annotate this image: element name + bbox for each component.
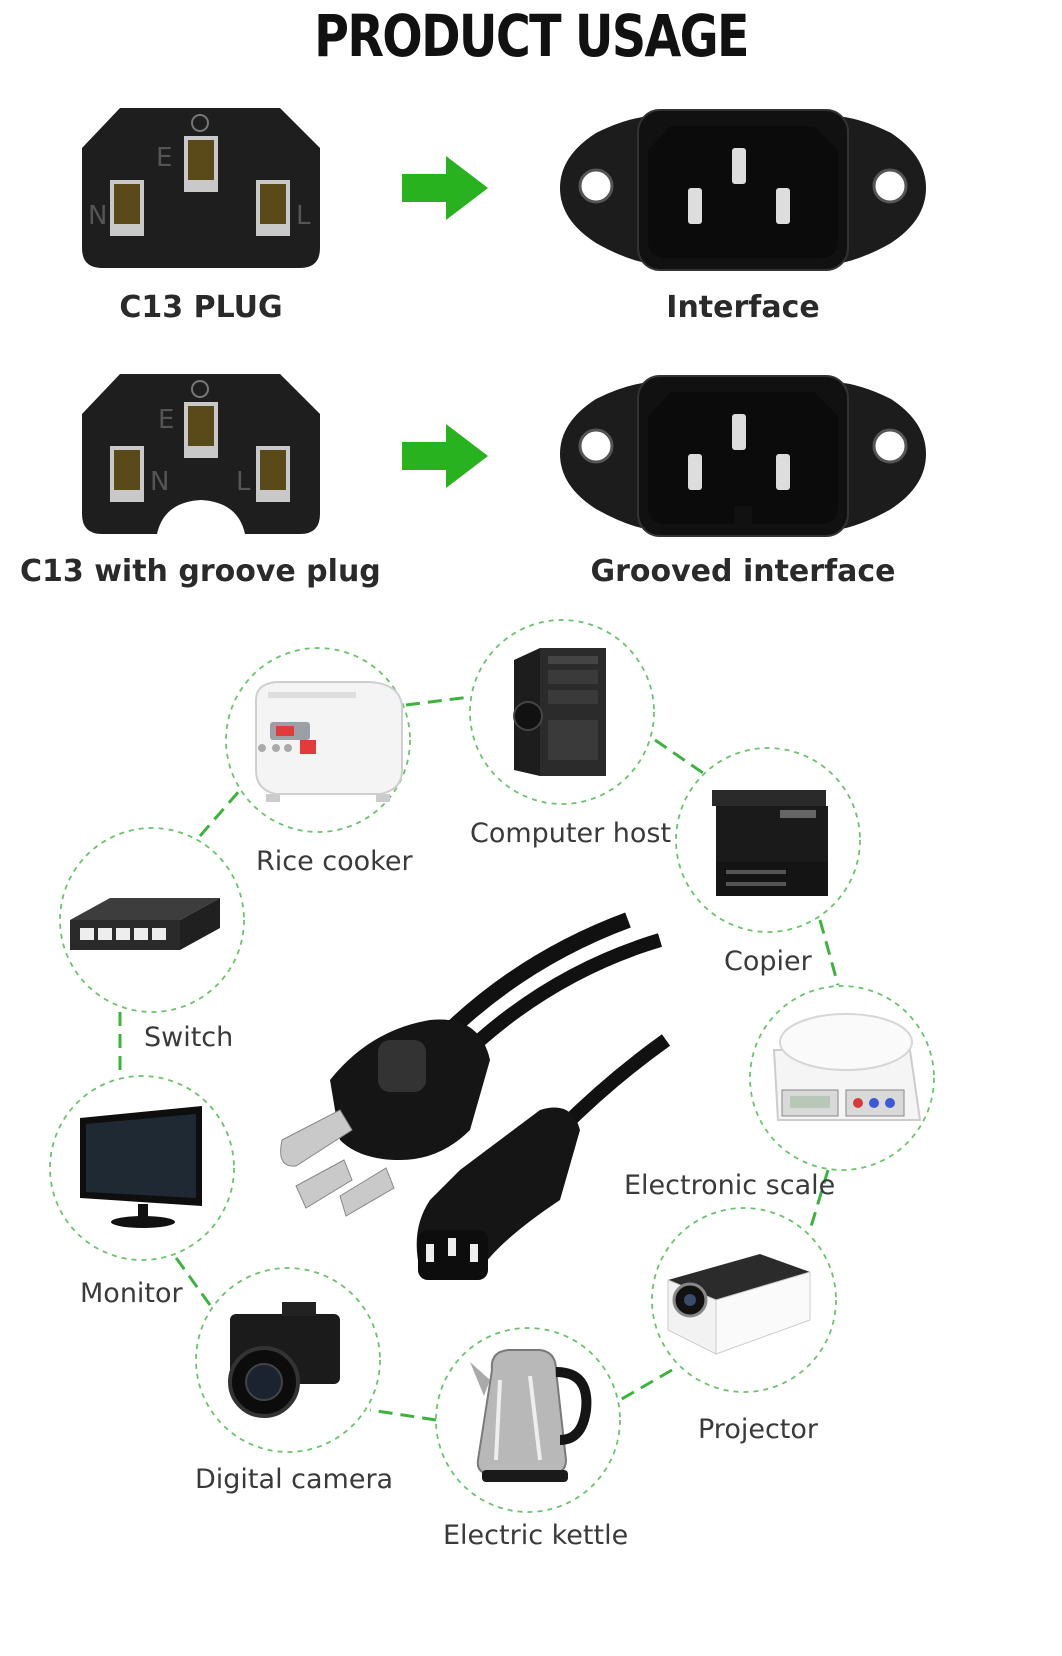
- c14-socket-icon: [560, 109, 926, 271]
- grooved-interface-label: Grooved interface: [590, 554, 896, 589]
- network-switch-icon: [70, 898, 220, 950]
- device-label-copier: Copier: [724, 946, 812, 977]
- device-label-computer-host: Computer host: [470, 818, 672, 849]
- arrow-right-icon: [402, 424, 488, 488]
- page-title: PRODUCT USAGE: [314, 2, 749, 70]
- c13-groove-plug-label: C13 with groove plug: [20, 554, 381, 589]
- connector-lines: [118, 695, 840, 1422]
- pin-n-label: N: [88, 201, 107, 231]
- device-label-switch: Switch: [144, 1022, 234, 1053]
- projector-icon: [667, 1254, 811, 1355]
- c13-groove-plug-icon: E N L: [82, 374, 320, 534]
- c13-plug-icon: E N L: [82, 108, 320, 268]
- device-label-projector: Projector: [698, 1414, 818, 1445]
- device-label-electric-kettle: Electric kettle: [443, 1520, 629, 1551]
- monitor-icon: [80, 1106, 202, 1228]
- device-label-electronic-scale: Electronic scale: [624, 1170, 836, 1201]
- pin-e-label: E: [158, 405, 174, 435]
- computer-tower-icon: [513, 648, 606, 776]
- power-cord-icon: [280, 912, 671, 1280]
- pin-l-label: L: [296, 201, 311, 231]
- device-label-monitor: Monitor: [80, 1278, 183, 1309]
- device-label-rice-cooker: Rice cooker: [256, 846, 413, 877]
- pin-e-label: E: [156, 143, 172, 173]
- interface-label: Interface: [666, 290, 820, 325]
- c14-grooved-socket-icon: [560, 375, 926, 537]
- c13-plug-label: C13 PLUG: [119, 290, 283, 325]
- kettle-icon: [470, 1349, 592, 1482]
- kitchen-scale-icon: [772, 1013, 922, 1121]
- arrow-right-icon: [402, 156, 488, 220]
- camera-icon: [228, 1302, 340, 1418]
- pin-l-label: L: [236, 467, 251, 497]
- pin-n-label: N: [150, 467, 169, 497]
- rice-cooker-icon: [255, 681, 403, 802]
- device-circles: [49, 619, 935, 1513]
- copier-icon: [712, 790, 828, 896]
- device-label-digital-camera: Digital camera: [195, 1464, 394, 1495]
